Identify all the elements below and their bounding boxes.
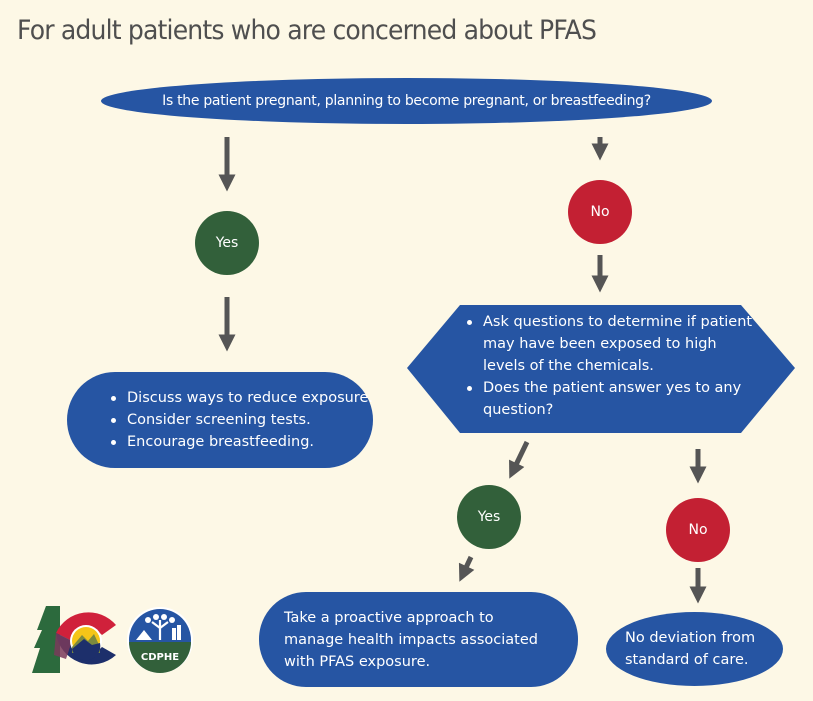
arrow-questions-to-yes: [509, 440, 530, 479]
yes-node-pregnant: Yes: [195, 211, 259, 275]
standard-of-care-box: No deviation from standard of care.: [606, 612, 783, 686]
cdphe-logo-icon: CDPHE: [127, 607, 193, 673]
yes-label: Yes: [477, 509, 501, 525]
no-label: No: [688, 522, 708, 538]
page-title: For adult patients who are concerned abo…: [17, 15, 597, 46]
action-item: Consider screening tests.: [107, 409, 373, 431]
yes-node-exposure: Yes: [457, 485, 521, 549]
question-item: Does the patient answer yes to any quest…: [463, 377, 753, 421]
arrow-yes-to-proactive: [458, 555, 475, 582]
standard-of-care-text: No deviation from standard of care.: [625, 630, 756, 668]
action-item: Encourage breastfeeding.: [107, 431, 373, 453]
exposure-questions-text: Ask questions to determine if patient ma…: [463, 311, 753, 421]
pregnant-actions-box: Discuss ways to reduce exposure. Conside…: [67, 372, 373, 468]
no-node-exposure: No: [666, 498, 730, 562]
no-label: No: [590, 204, 610, 220]
yes-label: Yes: [215, 235, 239, 251]
question-item: Ask questions to determine if patient ma…: [463, 311, 753, 377]
cdphe-logo-text: CDPHE: [141, 652, 179, 663]
pregnancy-question-text: Is the patient pregnant, planning to bec…: [162, 93, 651, 109]
colorado-logo-icon: [32, 606, 116, 673]
exposure-question-hexagon: [407, 305, 795, 433]
no-node-pregnant: No: [568, 180, 632, 244]
action-item: Discuss ways to reduce exposure.: [107, 387, 373, 409]
pregnancy-question: Is the patient pregnant, planning to bec…: [101, 78, 712, 124]
proactive-approach-box: Take a proactive approach to manage heal…: [259, 592, 578, 687]
proactive-approach-text: Take a proactive approach to manage heal…: [284, 609, 538, 670]
